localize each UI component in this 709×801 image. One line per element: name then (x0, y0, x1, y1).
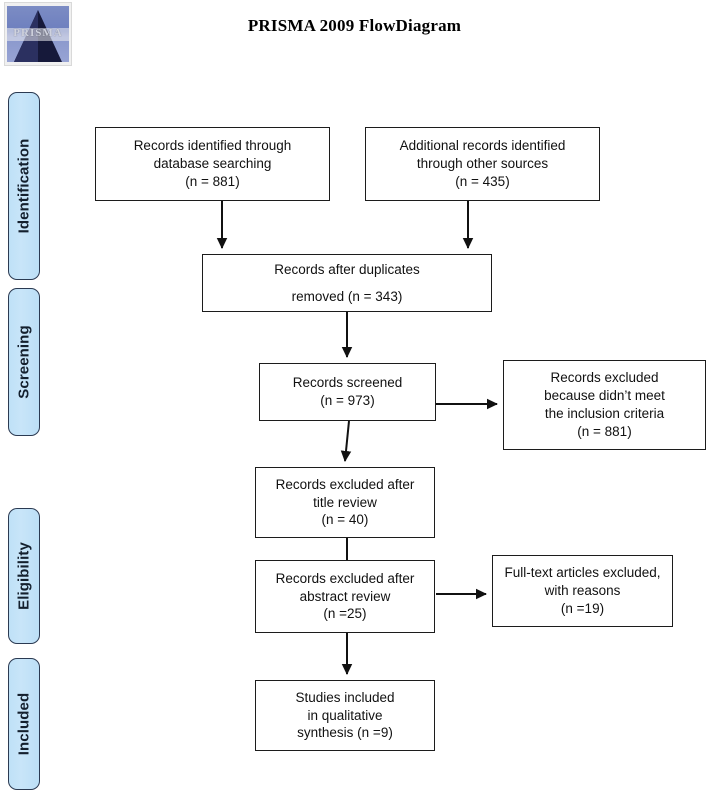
node-excluded-criteria-line4: (n = 881) (577, 423, 632, 439)
stage-label-included-text: Included (15, 692, 33, 756)
page-title: PRISMA 2009 FlowDiagram (247, 16, 462, 35)
node-studies-included-line1: Studies included (295, 689, 395, 705)
stage-label-screening-text: Screening (15, 325, 33, 399)
node-additional-records-line1: Additional records identified (399, 138, 566, 154)
node-records-after-duplicates-removed: Records after duplicates removed (n = 34… (202, 254, 492, 312)
node-records-excluded-title-review: Records excluded after title review (n =… (255, 467, 435, 538)
node-fulltext-excluded-line2: with reasons (544, 583, 621, 599)
stage-label-eligibility: Eligibility (8, 508, 40, 644)
node-additional-records-line3: (n = 435) (455, 173, 510, 189)
stage-label-screening: Screening (8, 288, 40, 436)
node-records-identified-database-line1: Records identified through (133, 138, 292, 154)
node-duplicates-line1: Records after duplicates (274, 262, 420, 277)
logo-wordmark: PRISMA (13, 27, 63, 39)
edge-screened-to-title-review (340, 420, 352, 462)
node-additional-records-line2: through other sources (416, 156, 549, 172)
stage-label-identification-text: Identification (15, 138, 33, 234)
node-records-screened-line1: Records screened (292, 375, 403, 391)
node-records-identified-database-line3: (n = 881) (185, 173, 240, 189)
node-title-review-line3: (n = 40) (321, 512, 369, 528)
node-records-identified-database-line2: database searching (153, 156, 272, 172)
node-records-screened-line2: (n = 973) (320, 393, 375, 408)
node-records-excluded-inclusion-criteria: Records excluded because didn’t meet the… (503, 360, 706, 450)
stage-label-included: Included (8, 658, 40, 790)
node-abstract-review-line2: abstract review (299, 588, 391, 604)
prisma-logo-graphic: PRISMA (7, 6, 69, 62)
node-abstract-review-line3: (n =25) (323, 606, 367, 622)
node-studies-included-line3: synthesis (n =9) (297, 725, 393, 741)
node-records-excluded-abstract-review: Records excluded after abstract review (… (255, 560, 435, 633)
node-records-screened: Records screened (n = 973) (259, 363, 436, 421)
node-abstract-review-line1: Records excluded after (275, 570, 415, 586)
stage-label-eligibility-text: Eligibility (15, 542, 33, 610)
node-records-identified-database: Records identified through database sear… (95, 127, 330, 201)
node-studies-included-line2: in qualitative (307, 707, 383, 723)
node-excluded-criteria-line3: the inclusion criteria (544, 406, 665, 421)
node-additional-records-other-sources: Additional records identified through ot… (365, 127, 600, 201)
node-fulltext-excluded-line3: (n =19) (560, 600, 605, 616)
node-excluded-criteria-line2: because didn’t meet (544, 388, 665, 404)
node-title-review-line1: Records excluded after (275, 476, 415, 492)
node-fulltext-articles-excluded: Full-text articles excluded, with reason… (492, 555, 673, 627)
logo-band (7, 28, 69, 41)
node-studies-included-qualitative-synthesis: Studies included in qualitative synthesi… (255, 680, 435, 751)
node-duplicates-line2: removed (n = 343) (291, 289, 403, 304)
node-title-review-line2: title review (313, 494, 377, 510)
node-fulltext-excluded-line1: Full-text articles excluded, (504, 565, 661, 581)
prisma-logo: PRISMA (4, 2, 72, 66)
stage-label-identification: Identification (8, 92, 40, 280)
node-excluded-criteria-line1: Records excluded (550, 370, 659, 386)
